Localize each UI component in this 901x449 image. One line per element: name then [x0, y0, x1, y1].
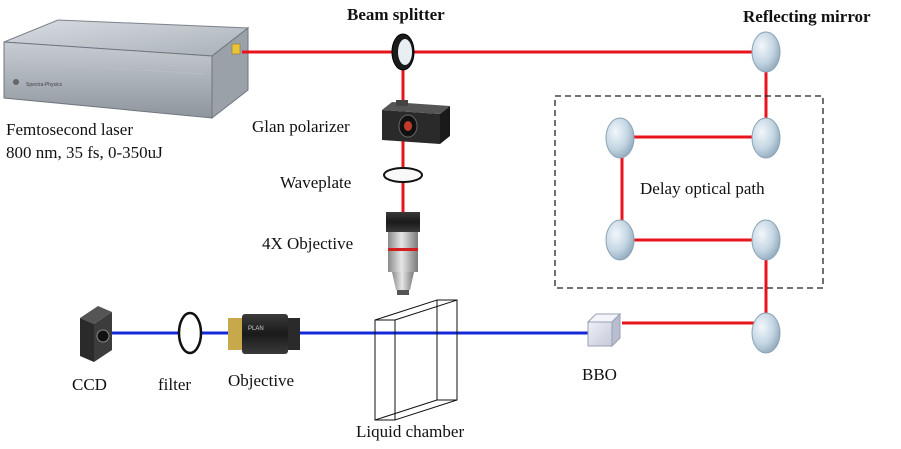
liquid-chamber-label: Liquid chamber — [356, 422, 464, 441]
femtosecond-laser-icon: Spectra-Physics — [3, 19, 250, 120]
svg-text:PLAN: PLAN — [248, 326, 264, 332]
waveplate-label: Waveplate — [280, 173, 351, 192]
ccd-label: CCD — [72, 375, 107, 394]
objective-icon: PLAN — [228, 314, 300, 354]
objective-4x-icon — [386, 212, 420, 295]
laser-label-line2: 800 nm, 35 fs, 0-350uJ — [6, 143, 163, 162]
reflecting-mirror-label: Reflecting mirror — [743, 7, 871, 26]
delay-mirror-icon — [605, 117, 781, 261]
liquid-chamber-icon — [374, 299, 458, 421]
bbo-label: BBO — [582, 365, 617, 384]
delay-path-label: Delay optical path — [640, 179, 765, 198]
delay-path-box — [554, 95, 824, 289]
filter-icon — [177, 311, 203, 355]
beam-splitter-icon — [391, 33, 415, 71]
reflecting-mirror-icon — [751, 31, 781, 73]
ccd-camera-icon — [80, 306, 112, 362]
glan-polarizer-label: Glan polarizer — [252, 117, 350, 136]
bottom-mirror-icon — [751, 312, 781, 354]
bbo-crystal-icon — [586, 312, 622, 348]
svg-text:Spectra-Physics: Spectra-Physics — [26, 82, 63, 88]
objective-4x-label: 4X Objective — [262, 234, 353, 253]
objective-label: Objective — [228, 371, 294, 390]
laser-label-line1: Femtosecond laser — [6, 120, 133, 139]
waveplate-icon — [383, 167, 423, 183]
glan-polarizer-icon — [382, 100, 450, 144]
filter-label: filter — [158, 375, 191, 394]
beam-splitter-label: Beam splitter — [347, 5, 445, 24]
